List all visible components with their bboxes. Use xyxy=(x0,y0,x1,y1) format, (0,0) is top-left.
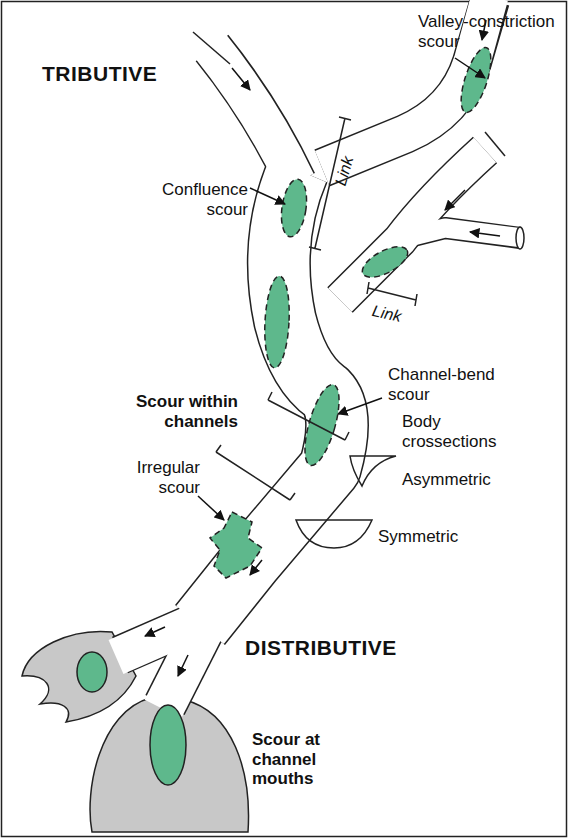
link-label: Link xyxy=(370,302,403,326)
scour-label: Channel-bend scour xyxy=(388,365,508,404)
section-label: Body crossections xyxy=(402,412,522,451)
region-title: DISTRIBUTIVE xyxy=(245,636,445,660)
group-label: Scour within channels xyxy=(118,392,238,431)
scour-label: Irregular scour xyxy=(100,458,200,497)
section-label: Symmetric xyxy=(378,527,498,547)
region-title: TRIBUTIVE xyxy=(42,62,202,86)
scour-label: Confluence scour xyxy=(140,180,248,219)
section-label: Asymmetric xyxy=(402,470,522,490)
scour-label: Valley-constriction scour xyxy=(418,12,563,51)
group-label: Scour at channel mouths xyxy=(252,730,352,789)
